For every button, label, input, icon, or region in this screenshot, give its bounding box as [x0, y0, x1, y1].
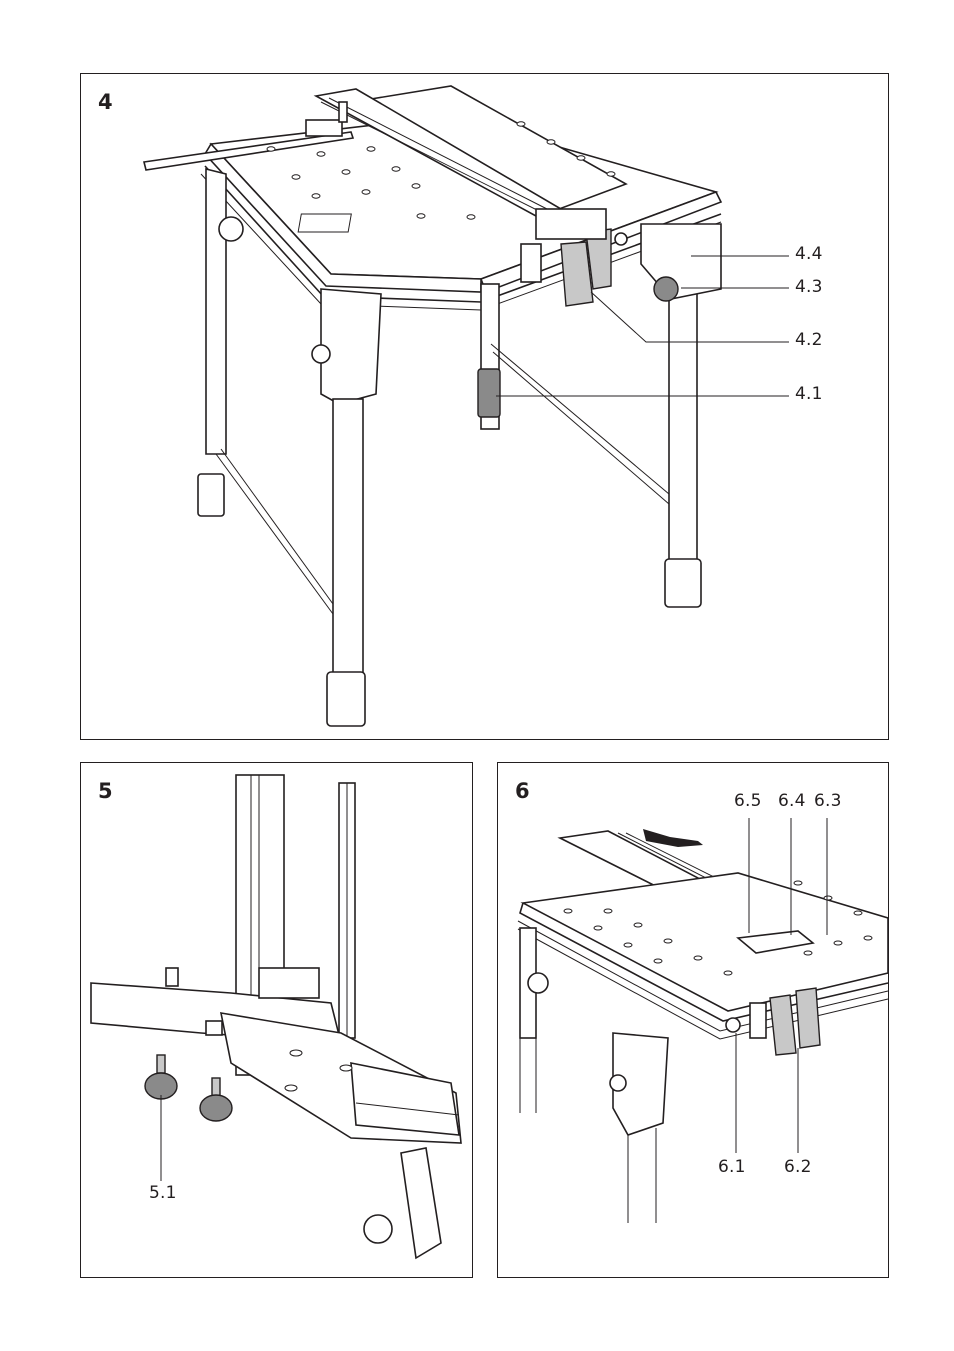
figure-6-panel: 6 — [497, 762, 889, 1278]
callout-6-2: 6.2 — [784, 1157, 812, 1177]
callout-6-1: 6.1 — [718, 1157, 746, 1177]
callout-4-3: 4.3 — [795, 277, 823, 297]
leg-clamp-detail-drawing-icon — [81, 763, 474, 1279]
callout-4-1: 4.1 — [795, 384, 823, 404]
callout-6-3: 6.3 — [814, 791, 842, 811]
figure-4-panel: 4 — [80, 73, 889, 740]
callout-4-2: 4.2 — [795, 330, 823, 350]
figure-5-panel: 5 5.1 — [80, 762, 473, 1278]
multifunction-table-drawing-icon — [81, 74, 890, 741]
callout-6-5: 6.5 — [734, 791, 762, 811]
callout-6-4: 6.4 — [778, 791, 806, 811]
table-extension-drawing-icon — [498, 763, 890, 1279]
callout-5-1: 5.1 — [149, 1183, 177, 1203]
callout-4-4: 4.4 — [795, 244, 823, 264]
